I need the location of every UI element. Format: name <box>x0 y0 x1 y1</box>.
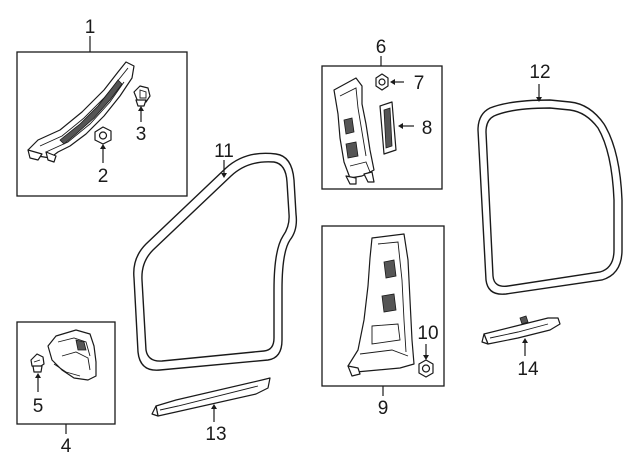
callout-11: 11 <box>214 141 234 162</box>
callout-9: 9 <box>378 398 389 419</box>
callout-5: 5 <box>33 396 44 417</box>
callout-7: 7 <box>414 73 425 94</box>
callout-14: 14 <box>517 359 539 380</box>
callout-4: 4 <box>61 436 72 457</box>
callout-3: 3 <box>136 124 147 145</box>
leader-3-arrow <box>138 106 144 111</box>
leader-8-arrow <box>398 123 403 129</box>
center-pillar-lower-part <box>347 233 415 377</box>
group-6-frame <box>321 65 443 190</box>
callout-6: 6 <box>376 37 387 58</box>
group-1: 1 2 3 <box>16 17 188 197</box>
rear-door-weatherstrip-part-12 <box>477 99 623 295</box>
clip-part-5 <box>30 353 45 373</box>
leader-10-arrow <box>423 355 429 360</box>
center-pillar-upper-part <box>333 77 375 185</box>
rear-scuff-plate-part-14 <box>481 315 561 345</box>
leader-14-arrow <box>522 338 528 343</box>
pillar-garnish-part <box>27 61 135 163</box>
leader-7-arrow <box>390 79 395 85</box>
leader-5-arrow <box>35 373 41 378</box>
group-9: 9 10 <box>321 225 445 419</box>
leader-13-arrow <box>211 404 217 409</box>
retainer-part-2 <box>94 126 112 145</box>
callout-12: 12 <box>529 62 550 83</box>
callout-10: 10 <box>417 323 438 344</box>
front-scuff-plate-part-13 <box>151 377 271 417</box>
leader-2-arrow <box>100 144 106 149</box>
group-6: 6 7 8 <box>321 37 443 190</box>
kick-panel-part <box>47 329 97 381</box>
nut-part-7 <box>375 73 389 91</box>
trim-pad-part-8 <box>379 101 397 155</box>
leader-11-arrow <box>221 173 227 178</box>
nut-part-10 <box>418 359 434 378</box>
group-4: 4 5 <box>16 321 116 457</box>
callout-13: 13 <box>205 424 226 445</box>
clip-part-3 <box>133 85 151 107</box>
callout-8: 8 <box>422 118 433 139</box>
callout-2: 2 <box>98 166 109 187</box>
leader-12-arrow <box>536 97 542 102</box>
group-1-frame <box>16 51 188 197</box>
front-door-weatherstrip-part-11 <box>133 152 298 371</box>
callout-1: 1 <box>85 17 96 38</box>
